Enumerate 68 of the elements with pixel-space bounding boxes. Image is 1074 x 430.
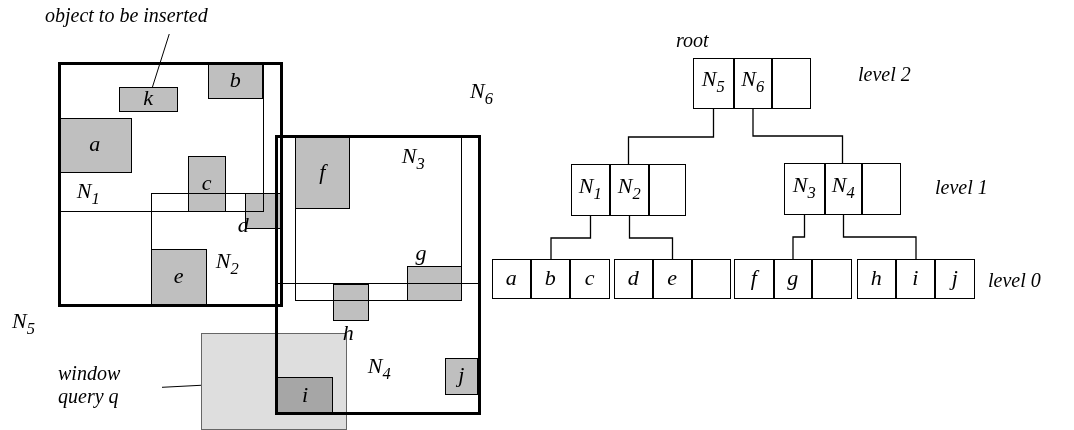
rectangle-label: N$_{3}$ (401, 144, 425, 172)
tree-node (784, 163, 901, 215)
tree-node (614, 259, 731, 299)
entry-label: a (505, 266, 517, 289)
bounding-rectangle (295, 137, 462, 301)
entry-cell (652, 258, 692, 299)
rectangle-label: h (342, 321, 354, 344)
tree-connector (628, 215, 674, 260)
annotation-text: object to be inserted (45, 4, 303, 34)
rectangle-label: a (89, 133, 101, 156)
object-rectangle (207, 62, 263, 99)
rectangle-label: g (415, 242, 427, 265)
entry-cell (773, 258, 812, 299)
annotation-text: window query q (58, 362, 162, 418)
object-rectangle (294, 136, 350, 209)
entry-label: j (951, 266, 958, 289)
tree-node (734, 259, 852, 299)
entry-label: g (787, 266, 799, 289)
node-caption: root (676, 30, 709, 50)
tree-node (693, 58, 811, 109)
rectangle-label: N$_{1}$ (76, 179, 100, 207)
rectangle-label: c (201, 171, 212, 194)
bounding-rectangle (58, 62, 264, 212)
leader-line (151, 33, 170, 88)
level-label: level 2 (858, 64, 911, 84)
entry-cell (609, 163, 649, 216)
entry-label: N$_{5}$ (701, 68, 725, 96)
entry-label: d (627, 266, 639, 289)
rectangle-label: N$_{4}$ (367, 354, 391, 382)
entry-label: N$_{6}$ (741, 68, 765, 96)
tree-connector (627, 108, 715, 165)
tree-connector (842, 214, 917, 260)
entry-label: h (870, 266, 882, 289)
rectangle-label: k (143, 87, 154, 110)
entry-label: N$_{2}$ (617, 174, 641, 202)
object-rectangle (444, 357, 478, 395)
object-rectangle (150, 248, 207, 305)
entry-cell (895, 258, 935, 299)
entry-cell (824, 162, 862, 215)
tree-node (857, 259, 975, 299)
entry-label: e (667, 266, 678, 289)
entry-label: b (544, 266, 556, 289)
level-label: level 0 (988, 270, 1041, 290)
entry-cell (530, 258, 570, 299)
rectangle-label: N$_{2}$ (215, 249, 239, 277)
tree-connector (752, 108, 844, 164)
rectangle-label: j (458, 364, 465, 387)
rectangle-label: f (319, 160, 326, 183)
entry-label: N$_{3}$ (792, 173, 816, 201)
tree-connector (550, 215, 592, 260)
rectangle-label: b (229, 68, 241, 91)
rectangle-label: N$_{5}$ (12, 310, 35, 338)
level-label: level 1 (935, 177, 988, 197)
entry-cell (733, 57, 772, 109)
rectangle-label: e (173, 264, 184, 287)
object-rectangle (187, 155, 226, 212)
rectangle-label: N$_{6}$ (470, 80, 493, 108)
object-rectangle (118, 86, 178, 112)
tree-connector (792, 214, 806, 260)
rectangle-label: i (301, 383, 309, 406)
leader-line (161, 384, 202, 388)
tree-node (492, 259, 610, 299)
entry-label: N$_{4}$ (831, 173, 855, 201)
tree-node (571, 164, 686, 216)
object-rectangle (277, 377, 333, 414)
entry-label: c (584, 266, 595, 289)
entry-label: N$_{1}$ (578, 174, 602, 202)
entry-label: i (912, 266, 919, 289)
